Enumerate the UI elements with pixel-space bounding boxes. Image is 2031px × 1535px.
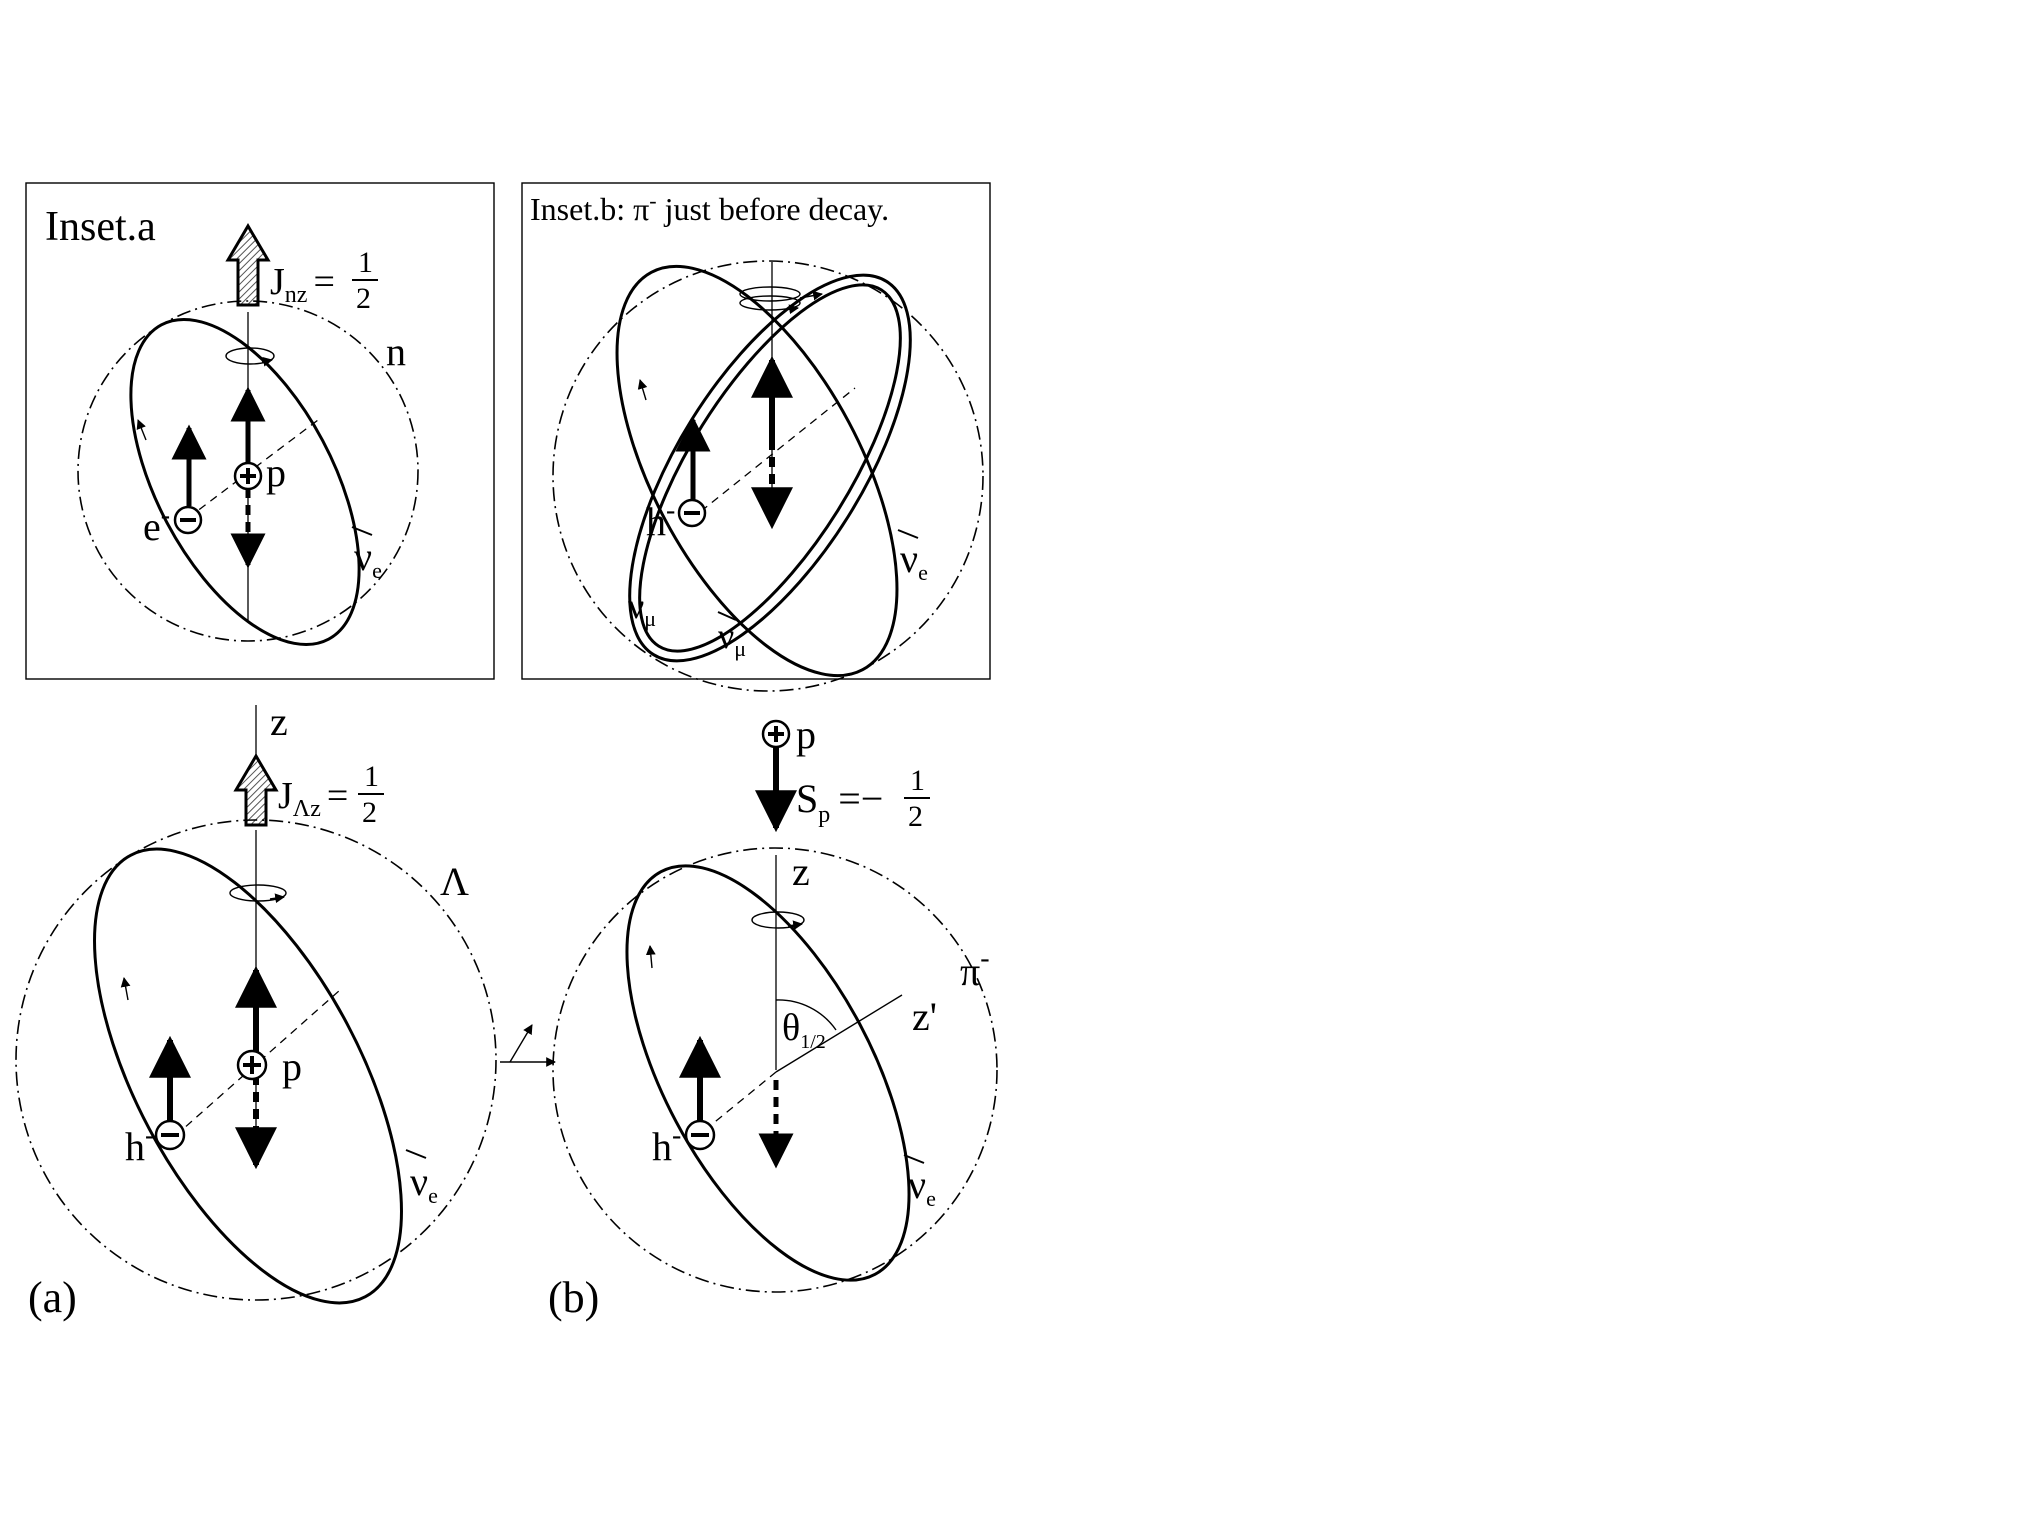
panel-a-antineutrino-bar bbox=[405, 1149, 427, 1159]
panel-a-j-den: 2 bbox=[362, 796, 377, 829]
inset-a-electron-label: e- bbox=[143, 500, 170, 549]
panel-a-sphere-label: Λ bbox=[440, 859, 469, 904]
inset-b-panel: Inset.b: π- just before decay. h- νe νμ … bbox=[521, 182, 991, 692]
inset-a-orbit-direction-icon bbox=[136, 419, 147, 441]
panel-b-axis-label: z bbox=[792, 849, 810, 894]
panel-a-orbit-direction-icon bbox=[120, 977, 131, 1001]
inset-a-orbit bbox=[129, 317, 361, 647]
inset-a-antineutrino-label: νe bbox=[354, 534, 382, 583]
inset-b-antinu-e-bar bbox=[897, 529, 919, 539]
inset-b-numu-label: νμ bbox=[628, 586, 656, 631]
inset-a-sphere-label: n bbox=[386, 329, 406, 374]
inset-b-orbit-direction-icon bbox=[637, 379, 648, 401]
transition-arrow-icon bbox=[500, 1024, 556, 1067]
panel-b-sphere bbox=[552, 847, 998, 1293]
angular-momentum-arrow-icon bbox=[225, 223, 271, 307]
inset-a-frame bbox=[25, 182, 495, 680]
rotation-ellipse-icon bbox=[225, 347, 275, 367]
panel-a-tag: (a) bbox=[28, 1273, 77, 1322]
panel-b-theta-arc bbox=[775, 999, 837, 1031]
inset-a-antineutrino-bar bbox=[351, 526, 373, 536]
panel-b-tag: (b) bbox=[548, 1273, 599, 1322]
panel-a-sphere bbox=[15, 819, 497, 1301]
inset-b-antinumu-bar bbox=[717, 611, 737, 621]
inset-a-proton-label: p bbox=[266, 450, 286, 495]
panel-b-theta-label: θ1/2 bbox=[782, 1007, 826, 1053]
inset-b-title: Inset.b: π- just before decay. bbox=[530, 188, 889, 227]
minus-charge-icon bbox=[154, 1119, 186, 1151]
panel-b-hole-label: h- bbox=[652, 1120, 681, 1169]
inset-a-j-label: Jnz= bbox=[270, 261, 335, 308]
plus-charge-icon bbox=[761, 719, 791, 749]
panel-a-orbit bbox=[93, 847, 403, 1305]
rotation-ellipse-icon bbox=[229, 884, 287, 904]
plus-charge-icon bbox=[236, 1049, 268, 1081]
panel-b-orbit bbox=[625, 864, 911, 1282]
panel-a: z JΛz= 1 2 Λ p h- νe bbox=[15, 699, 497, 1322]
panel-b: p Sp=− 1 2 π- z z' θ1/2 h- νe (b) bbox=[548, 712, 998, 1322]
inset-a-panel: Inset.a Jnz= 1 2 n p e bbox=[25, 182, 495, 680]
inset-a-sphere bbox=[77, 300, 419, 642]
panel-a-axis-label: z bbox=[270, 699, 288, 744]
panel-a-hole-label: h- bbox=[125, 1120, 154, 1169]
inset-a-title: Inset.a bbox=[45, 204, 156, 250]
inset-b-hole-label: h- bbox=[646, 495, 675, 544]
inset-b-antinu-e-label: νe bbox=[900, 536, 928, 585]
minus-charge-icon bbox=[677, 498, 707, 528]
panel-b-antineutrino-label: νe bbox=[908, 1162, 936, 1211]
panel-a-antineutrino-label: νe bbox=[410, 1159, 438, 1208]
inset-b-orbit-electron bbox=[615, 264, 899, 678]
inset-b-sphere bbox=[552, 260, 984, 692]
inset-b-antinumu-label: νμ bbox=[718, 616, 746, 661]
inset-a-j-den: 2 bbox=[356, 282, 371, 315]
panel-b-proton-top-label: p bbox=[796, 712, 816, 757]
minus-charge-icon bbox=[173, 505, 203, 535]
panel-b-spin-den: 2 bbox=[908, 800, 923, 833]
minus-charge-icon bbox=[684, 1119, 716, 1151]
panel-a-j-label: JΛz= bbox=[278, 775, 348, 822]
inset-b-tilt-axis bbox=[689, 387, 856, 521]
plus-charge-icon bbox=[233, 461, 263, 491]
inset-b-frame bbox=[521, 182, 991, 680]
panel-a-j-num: 1 bbox=[364, 760, 379, 793]
panel-b-tilt-axis bbox=[704, 1071, 777, 1131]
inset-a-j-num: 1 bbox=[358, 246, 373, 279]
angular-momentum-arrow-icon bbox=[233, 753, 279, 827]
panel-b-spin-num: 1 bbox=[910, 764, 925, 797]
rotation-ellipse-icon bbox=[739, 286, 823, 315]
inset-b-orbit-muon-outer bbox=[628, 273, 912, 663]
panel-b-sphere-label: π- bbox=[960, 943, 990, 994]
panel-b-antineutrino-bar bbox=[903, 1154, 925, 1164]
panel-b-orbit-direction-icon bbox=[645, 945, 656, 969]
panel-b-zprime-axis bbox=[775, 994, 903, 1073]
rotation-ellipse-icon bbox=[751, 911, 805, 931]
panel-b-spin-label: Sp=− bbox=[796, 776, 883, 828]
panel-b-zprime-label: z' bbox=[912, 994, 937, 1039]
panel-a-proton-label: p bbox=[282, 1044, 302, 1089]
